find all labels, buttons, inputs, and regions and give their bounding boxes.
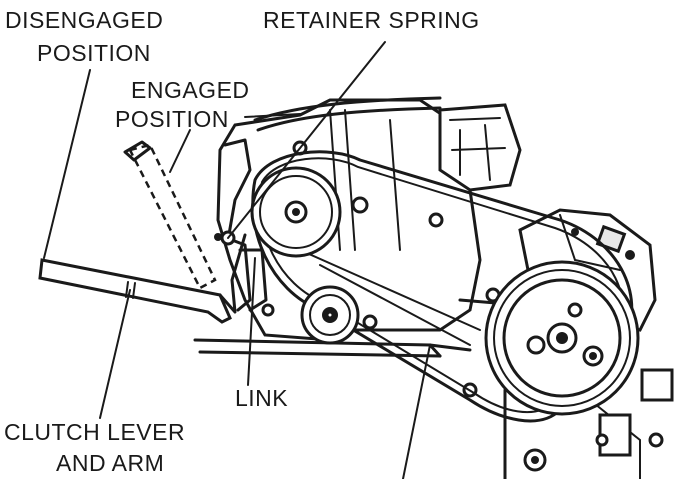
- leader-engaged-tail: [244, 113, 301, 118]
- label-engaged-line1: ENGAGED: [131, 77, 250, 103]
- leader-engaged: [169, 129, 191, 173]
- label-link: LINK: [235, 385, 288, 411]
- label-disengaged-line1: DISENGAGED: [5, 7, 163, 33]
- idler-pulley: [250, 166, 342, 258]
- clutch-pulley: [484, 260, 640, 416]
- labels: DISENGAGED POSITION RETAINER SPRING ENGA…: [4, 7, 480, 476]
- lever-disengaged: [38, 233, 247, 324]
- leader-link: [247, 257, 256, 386]
- leader-clutch-lever: [99, 289, 131, 419]
- small-pulley: [300, 285, 360, 345]
- alternator: [438, 103, 522, 192]
- label-engaged-line2: POSITION: [115, 106, 229, 132]
- leader-disengaged: [43, 69, 91, 259]
- lever-engaged-ghost: [123, 140, 217, 290]
- leader-retainer-spring: [227, 41, 386, 239]
- label-clutch-line2: AND ARM: [56, 450, 164, 476]
- leader-lines: [43, 41, 431, 479]
- label-retainer-spring: RETAINER SPRING: [263, 7, 480, 33]
- label-disengaged-line2: POSITION: [37, 40, 151, 66]
- label-clutch-line1: CLUTCH LEVER: [4, 419, 185, 445]
- leader-bottom: [402, 344, 431, 479]
